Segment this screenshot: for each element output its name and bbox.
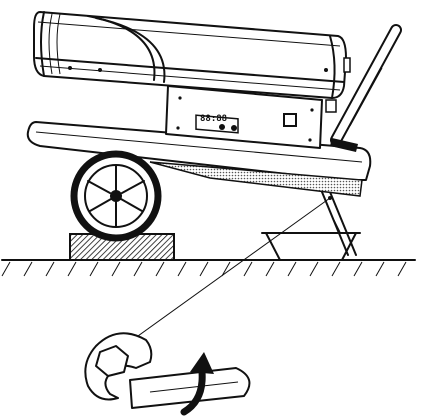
handle (330, 24, 402, 146)
control-panel: 88:88 (165, 85, 323, 149)
display-readout: 88:88 (200, 114, 227, 124)
ground (1, 259, 416, 277)
wheel (70, 150, 162, 242)
chassis-base (26, 121, 372, 197)
heater-body (33, 11, 351, 99)
rear-leg (321, 191, 357, 256)
leader-line (123, 197, 331, 347)
power-switch[interactable] (283, 113, 297, 127)
hex-bolt-icon (95, 345, 129, 377)
side-fittings (325, 99, 358, 152)
control-knob-right[interactable] (231, 125, 237, 131)
wrench-icon (84, 332, 251, 409)
drip-tray (261, 232, 361, 261)
burner-grille (149, 161, 363, 197)
control-knob-left[interactable] (219, 124, 225, 130)
wheel-spokes (87, 165, 145, 227)
rotation-arrow-icon (180, 352, 214, 416)
ground-hatch (1, 261, 407, 277)
display-frame (195, 114, 239, 134)
